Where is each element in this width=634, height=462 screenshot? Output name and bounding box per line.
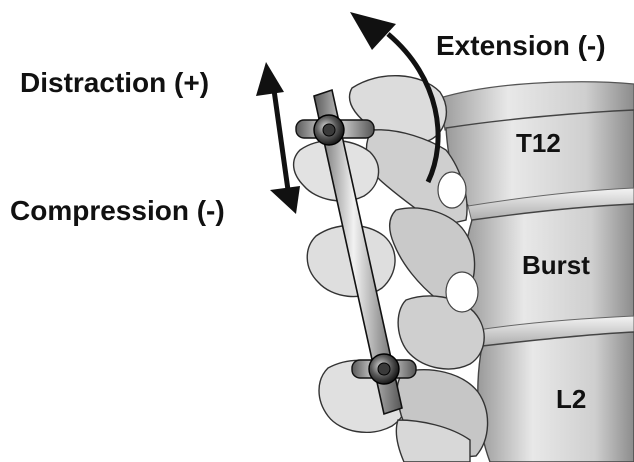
foramen-middle: [446, 272, 478, 312]
extension-arrow-head: [350, 12, 396, 50]
label-t12: T12: [516, 128, 561, 158]
double-arrow-head-up: [256, 62, 284, 96]
label-burst: Burst: [522, 250, 590, 280]
label-extension: Extension (-): [436, 30, 606, 61]
upper-pedicle-screw: [296, 115, 374, 145]
label-l2: L2: [556, 384, 586, 414]
label-distraction: Distraction (+): [20, 67, 209, 98]
foramen-upper: [438, 172, 466, 208]
lower-screw-cap: [378, 363, 390, 375]
label-compression: Compression (-): [10, 195, 225, 226]
distraction-compression-arrow: [256, 62, 300, 214]
double-arrow-shaft: [274, 90, 288, 190]
upper-screw-cap: [323, 124, 335, 136]
double-arrow-head-down: [270, 186, 300, 214]
